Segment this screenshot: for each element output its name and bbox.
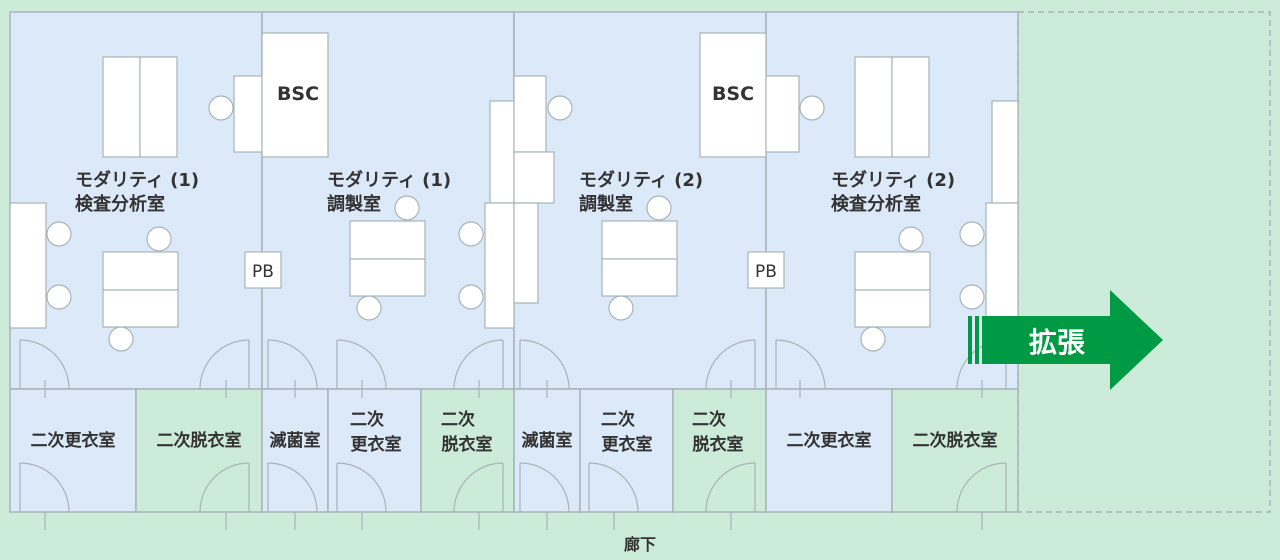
room-changing-d (765, 388, 893, 513)
room-undress-b (420, 388, 515, 513)
room-changing-c (579, 388, 674, 513)
room-label-changing-b-line1: 二次 (350, 409, 384, 430)
room-label-modality2-exam-line1: モダリティ (2) (831, 169, 955, 191)
expansion-arrow (968, 290, 1163, 390)
room-label-undress-d: 二次脱衣室 (913, 430, 998, 451)
room-label-modality1-exam-line2: 検査分析室 (75, 193, 165, 215)
room-label-modality1-exam-line1: モダリティ (1) (75, 169, 199, 191)
pass-box-right (747, 251, 785, 289)
room-label-modality2-prep-line1: モダリティ (2) (579, 169, 703, 191)
room-undress-d (891, 388, 1019, 513)
room-label-undress-b-line2: 脱衣室 (442, 434, 493, 455)
equipment-label-pb-left: PB (252, 262, 274, 282)
room-label-modality1-prep-line2: 調製室 (327, 193, 381, 215)
room-label-modality2-prep-line2: 調製室 (579, 193, 633, 215)
expansion-label: 拡張 (1029, 326, 1085, 359)
room-undress-c (672, 388, 767, 513)
room-label-changing-d: 二次更衣室 (787, 430, 872, 451)
room-label-changing-b-line2: 更衣室 (351, 434, 402, 455)
bsc-cabinet-left (261, 32, 329, 158)
equipment-label-bsc-left: BSC (277, 83, 319, 105)
pass-box-left (244, 251, 282, 289)
room-label-modality2-exam-line2: 検査分析室 (831, 193, 921, 215)
furniture-room1 (9, 56, 263, 352)
room-label-sterile-b: 滅菌室 (270, 430, 321, 451)
room-label-undress-b-line1: 二次 (441, 409, 475, 430)
equipment-label-bsc-right: BSC (712, 83, 754, 105)
corridor-label: 廊下 (624, 535, 656, 554)
room-label-changing-c-line2: 更衣室 (602, 434, 653, 455)
room-label-undress-c-line2: 脱衣室 (693, 434, 744, 455)
furniture-room2 (244, 32, 515, 329)
room-changing-a (9, 388, 137, 513)
room-undress-a (135, 388, 263, 513)
room-label-sterile-c: 滅菌室 (522, 430, 573, 451)
room-label-modality1-prep-line1: モダリティ (1) (327, 169, 451, 191)
equipment-label-pb-right: PB (755, 262, 777, 282)
room-label-undress-a: 二次脱衣室 (157, 430, 242, 451)
room-label-undress-c-line1: 二次 (692, 409, 726, 430)
room-label-changing-a: 二次更衣室 (31, 430, 116, 451)
room-label-changing-c-line1: 二次 (601, 409, 635, 430)
furniture-room4 (765, 56, 1019, 352)
furniture-room3 (513, 32, 785, 321)
